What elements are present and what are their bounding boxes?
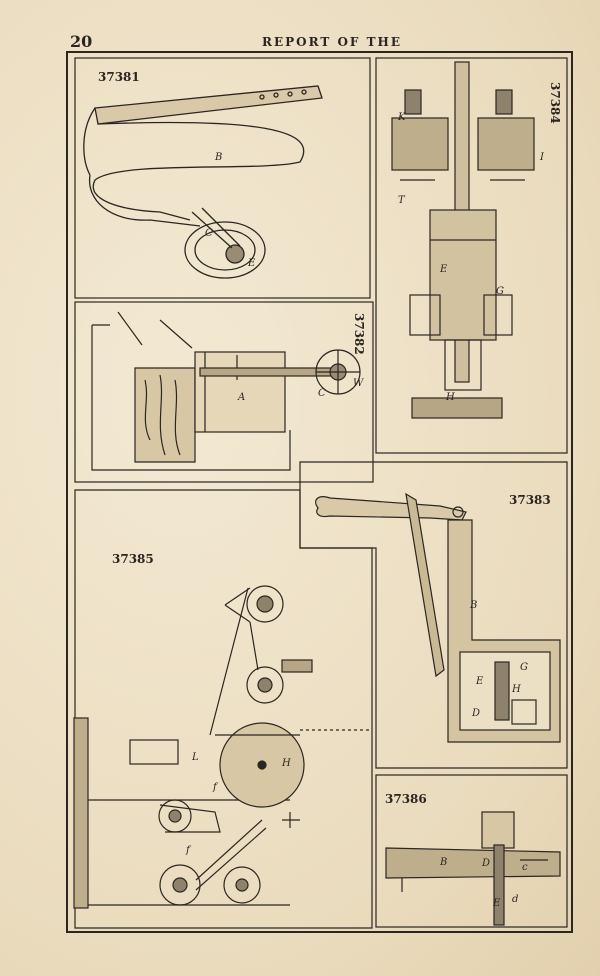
fig-37381-number: 37381 bbox=[98, 70, 140, 84]
fig1-label-e: E bbox=[248, 258, 256, 269]
panel-37384 bbox=[375, 57, 568, 454]
panel-37386 bbox=[375, 774, 568, 928]
fig5-label-h: H bbox=[282, 758, 291, 769]
fig-37385-number: 37385 bbox=[112, 552, 154, 566]
fig5-label-f-lower: f bbox=[186, 845, 190, 856]
fig-37386-number: 37386 bbox=[385, 792, 427, 806]
panel-37381 bbox=[74, 57, 371, 299]
fig1-label-b: B bbox=[215, 152, 223, 163]
fig4-label-t: T bbox=[398, 195, 405, 206]
fig3-label-g: G bbox=[520, 662, 528, 673]
fig4-label-k: K bbox=[398, 112, 406, 123]
fig5-label-f-upper: f bbox=[213, 782, 217, 793]
fig5-label-l: L bbox=[192, 752, 199, 763]
fig-37382-number: 37382 bbox=[352, 313, 366, 355]
fig6-label-d: D bbox=[482, 858, 491, 869]
fig1-label-c: C bbox=[205, 228, 213, 239]
fig3-label-d: D bbox=[472, 708, 481, 719]
fig4-label-h: H bbox=[446, 392, 455, 403]
fig-37384-number: 37384 bbox=[548, 82, 562, 124]
fig2-label-w: W bbox=[353, 378, 364, 389]
figure-37386-drawing bbox=[385, 811, 561, 926]
plate-border bbox=[66, 51, 573, 933]
fig2-label-c: C bbox=[318, 388, 326, 399]
fig6-label-c: c bbox=[522, 862, 528, 873]
figure-37381-drawing bbox=[83, 85, 323, 279]
fig6-label-d-lower: d bbox=[512, 894, 519, 905]
page-number: 20 bbox=[70, 32, 93, 51]
fig3-label-h: H bbox=[512, 684, 521, 695]
panel-37382 bbox=[74, 301, 374, 483]
fig3-label-b: B bbox=[470, 600, 478, 611]
fig4-label-i: I bbox=[540, 152, 544, 163]
figure-37385-drawing bbox=[73, 585, 370, 909]
figure-37384-drawing bbox=[391, 61, 535, 419]
figure-37383-drawing bbox=[315, 492, 561, 743]
fig6-label-e: E bbox=[493, 898, 501, 909]
panel-37385 bbox=[74, 489, 373, 929]
fig4-label-e: E bbox=[440, 264, 448, 275]
fig3-label-e: E bbox=[476, 676, 484, 687]
fig4-label-g: G bbox=[496, 286, 504, 297]
running-title: REPORT OF THE bbox=[262, 35, 403, 49]
fig2-label-a: A bbox=[238, 392, 246, 403]
figure-37382-drawing bbox=[91, 311, 361, 471]
fig-37383-number: 37383 bbox=[509, 493, 551, 507]
fig6-label-b: B bbox=[440, 857, 448, 868]
